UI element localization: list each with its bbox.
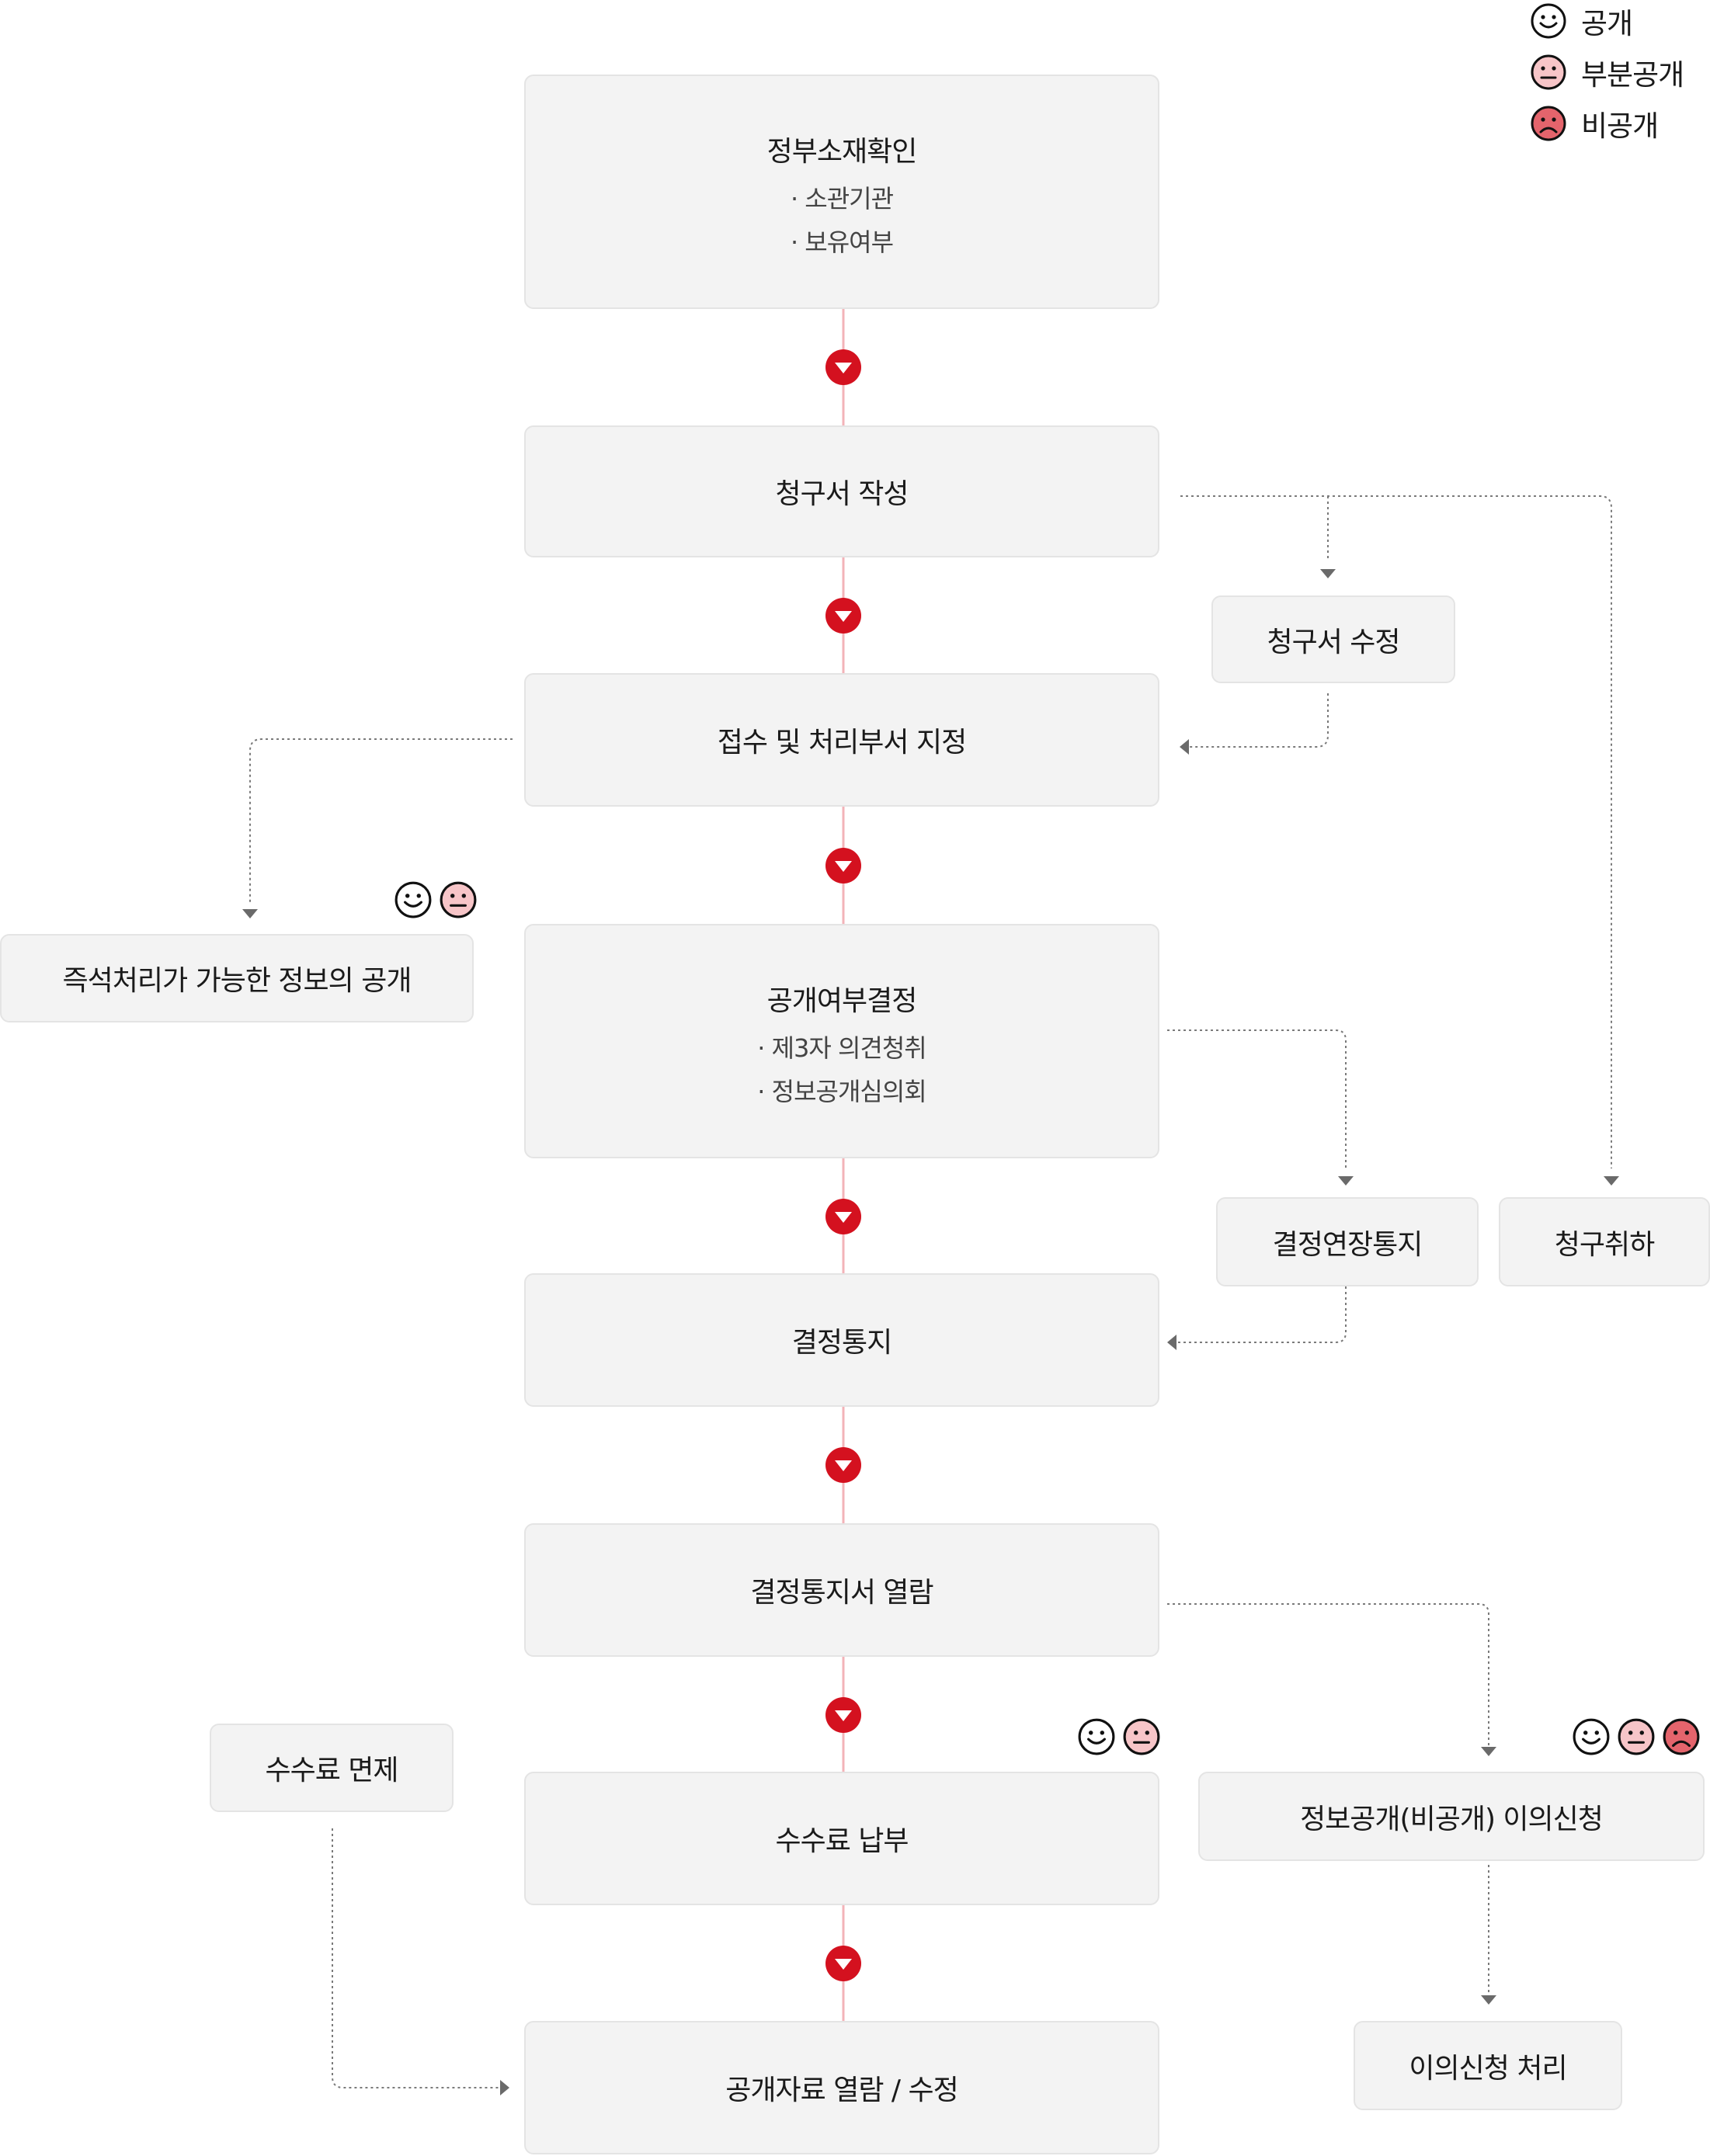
arrowhead-icon xyxy=(1604,1176,1619,1186)
smile-face-icon xyxy=(1573,1718,1610,1755)
down-arrow-icon xyxy=(825,349,861,385)
status-faces-fee-payment xyxy=(1077,1717,1161,1756)
dotted-connector xyxy=(249,738,513,904)
dotted-connector xyxy=(1167,1603,1489,1747)
frown-face-icon xyxy=(1663,1718,1700,1755)
step-title: 결정통지서 열람 xyxy=(750,1577,933,1609)
smile-face-icon xyxy=(394,881,432,918)
arrowhead-icon xyxy=(1167,1335,1176,1350)
dotted-connector xyxy=(1180,495,1612,1168)
status-faces-objection xyxy=(1572,1717,1701,1756)
down-arrow-icon xyxy=(825,1199,861,1234)
legend-item-public: 공개 xyxy=(1530,0,1710,42)
neutral-face-icon xyxy=(1531,54,1566,90)
step-title: 결정연장통지 xyxy=(1272,1228,1423,1261)
smile-face-icon xyxy=(1531,3,1566,39)
step-view-notice: 결정통지서 열람 xyxy=(524,1523,1159,1657)
frown-face-icon xyxy=(1531,106,1566,141)
step-title: 이의신청 처리 xyxy=(1409,2052,1567,2085)
step-sub: · 보유여부 xyxy=(790,227,894,257)
step-title: 수수료 면제 xyxy=(265,1755,398,1786)
step-immediate-disclosure: 즉석처리가 가능한 정보의 공개 xyxy=(0,934,474,1022)
legend-label-public: 공개 xyxy=(1581,7,1633,40)
dotted-connector xyxy=(1176,1286,1347,1343)
down-arrow-icon xyxy=(825,848,861,884)
neutral-face-icon xyxy=(1618,1718,1655,1755)
step-receipt: 접수 및 처리부서 지정 xyxy=(524,673,1159,807)
dotted-connector xyxy=(332,1828,501,2088)
step-sub: · 제3자 의견청취 xyxy=(757,1033,927,1063)
step-fee-payment: 수수료 납부 xyxy=(524,1772,1159,1905)
down-arrow-icon xyxy=(825,1697,861,1733)
step-objection-process: 이의신청 처리 xyxy=(1354,2021,1622,2110)
step-modify-request: 청구서 수정 xyxy=(1211,595,1455,683)
step-write-request: 청구서 작성 xyxy=(524,425,1159,557)
step-title: 수수료 납부 xyxy=(775,1825,909,1857)
step-decision: 공개여부결정 · 제3자 의견청취 · 정보공개심의회 xyxy=(524,924,1159,1158)
step-title: 공개여부결정 xyxy=(766,985,918,1017)
step-title: 청구서 수정 xyxy=(1267,626,1400,658)
legend-item-partial: 부분공개 xyxy=(1530,51,1710,93)
step-objection: 정보공개(비공개) 이의신청 xyxy=(1198,1772,1705,1861)
neutral-face-icon xyxy=(1123,1718,1160,1755)
step-notice: 결정통지 xyxy=(524,1273,1159,1407)
arrowhead-icon xyxy=(1481,1747,1496,1756)
step-title: 청구취하 xyxy=(1554,1228,1655,1261)
arrowhead-icon xyxy=(500,2080,509,2095)
step-fee-exempt: 수수료 면제 xyxy=(210,1724,454,1812)
smile-face-icon xyxy=(1078,1718,1115,1755)
flow-arrows xyxy=(825,349,861,1981)
step-title: 접수 및 처리부서 지정 xyxy=(717,727,967,759)
arrowhead-icon xyxy=(1481,1995,1496,2005)
step-title: 공개자료 열람 / 수정 xyxy=(725,2074,958,2106)
step-title: 즉석처리가 가능한 정보의 공개 xyxy=(62,965,412,997)
down-arrow-icon xyxy=(825,598,861,634)
step-extension-notice: 결정연장통지 xyxy=(1216,1197,1479,1286)
step-title: 청구서 작성 xyxy=(775,478,909,510)
step-withdraw: 청구취하 xyxy=(1499,1197,1710,1286)
dotted-connector xyxy=(1167,1029,1347,1168)
arrowhead-icon xyxy=(1338,1176,1354,1186)
dotted-connector xyxy=(1188,693,1329,748)
down-arrow-icon xyxy=(825,1946,861,1981)
arrowhead-icon xyxy=(1180,739,1189,755)
step-sub: · 정보공개심의회 xyxy=(757,1077,926,1106)
arrowhead-icon xyxy=(1320,569,1336,578)
step-sub: · 소관기관 xyxy=(790,184,894,214)
step-confirm-location: 정부소재확인 · 소관기관 · 보유여부 xyxy=(524,75,1159,309)
legend-label-partial: 부분공개 xyxy=(1581,58,1684,92)
neutral-face-icon xyxy=(440,881,477,918)
arrowhead-icon xyxy=(242,909,258,918)
step-title: 결정통지 xyxy=(791,1327,892,1359)
step-view-material: 공개자료 열람 / 수정 xyxy=(524,2021,1159,2154)
status-faces-immediate xyxy=(394,880,478,919)
step-title: 정보공개(비공개) 이의신청 xyxy=(1300,1803,1604,1835)
down-arrow-icon xyxy=(825,1447,861,1483)
legend-label-private: 비공개 xyxy=(1581,109,1659,143)
legend-item-private: 비공개 xyxy=(1530,102,1710,144)
step-title: 정부소재확인 xyxy=(766,136,918,168)
